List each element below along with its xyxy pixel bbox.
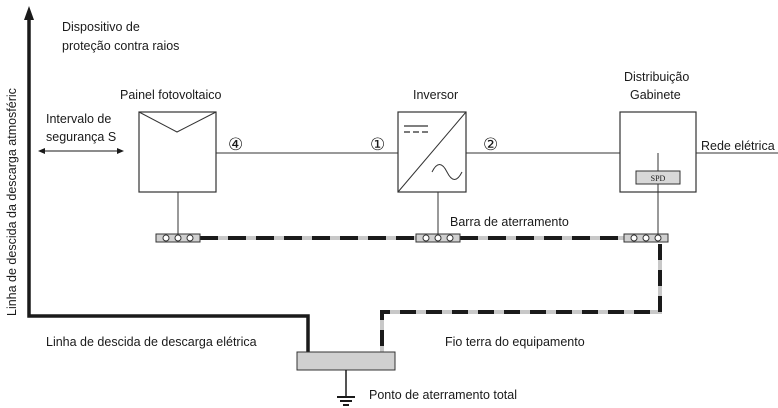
ground-bar-inverter <box>415 233 461 243</box>
down-conductor-label: Linha de descida de descarga elétrica <box>46 335 257 349</box>
spd-label: SPD <box>651 174 666 183</box>
vertical-arrow-head <box>24 6 34 20</box>
cabinet-label-2: Gabinete <box>630 88 681 102</box>
marker-2: ② <box>483 135 498 154</box>
pv-panel-symbol <box>138 111 217 133</box>
total-ground-point-label: Ponto de aterramento total <box>369 388 517 402</box>
safety-interval-label-2: segurança S <box>46 130 116 144</box>
marker-4: ④ <box>228 135 243 154</box>
equipment-ground-wire <box>200 236 662 352</box>
lightning-down-conductor <box>27 18 310 352</box>
ground-bar-pv <box>155 233 201 243</box>
inverter-symbol <box>397 111 467 193</box>
cabinet-label-1: Distribuição <box>624 70 689 84</box>
pv-panel-label: Painel fotovoltaico <box>120 88 222 102</box>
equipment-ground-wire-label: Fio terra do equipamento <box>445 335 585 349</box>
safety-interval-label-1: Intervalo de <box>46 112 111 126</box>
marker-1: ① <box>370 135 385 154</box>
lightning-device-label-2: proteção contra raios <box>62 39 179 53</box>
total-ground-block <box>296 351 396 371</box>
lightning-device-label-1: Dispositivo de <box>62 20 140 34</box>
safety-interval-arrow <box>38 148 124 154</box>
vertical-down-line-label: Linha de descida da descarga atmosféric <box>5 88 19 316</box>
ground-bar-cabinet <box>623 233 669 243</box>
pv-panel-box <box>138 111 217 193</box>
ground-bar-label: Barra de aterramento <box>450 215 569 229</box>
earth-ground-icon <box>337 370 355 406</box>
grid-label: Rede elétrica <box>701 139 775 153</box>
inverter-label: Inversor <box>413 88 458 102</box>
